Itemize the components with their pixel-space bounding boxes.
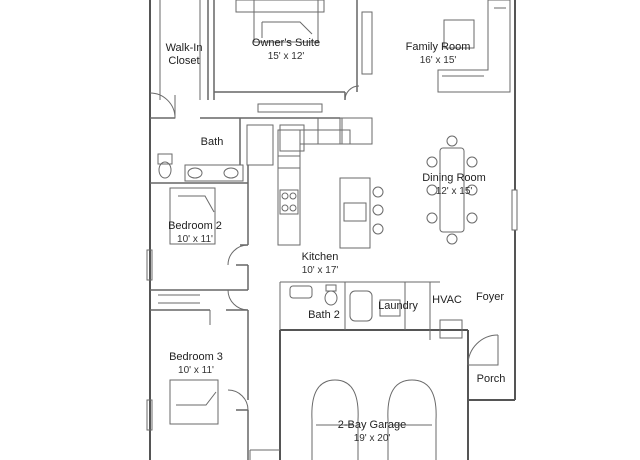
dining-table xyxy=(426,135,478,245)
bath-2-label: Bath 2 xyxy=(308,309,340,321)
bedroom-2-bed xyxy=(169,187,216,245)
hvac-closet xyxy=(420,281,463,340)
garage-car-right xyxy=(387,379,437,460)
bath-label: Bath xyxy=(200,136,224,148)
bedroom-3-bed xyxy=(169,379,219,425)
owners-suite-dresser xyxy=(361,11,373,75)
garage-car-left xyxy=(311,379,359,460)
dining-room-label: Dining Room xyxy=(422,172,486,184)
walk-in-closet-label: Walk-In Closet xyxy=(166,42,203,68)
garage-size: 19' x 20' xyxy=(353,433,391,444)
exterior-windows xyxy=(146,189,518,431)
owners-suite-window xyxy=(257,103,323,113)
kitchen-island xyxy=(339,177,384,249)
hvac-label: HVAC xyxy=(432,294,462,306)
family-room-sectional xyxy=(437,0,511,93)
owners-suite-size: 15' x 12' xyxy=(267,51,305,62)
foyer-label: Foyer xyxy=(475,291,505,303)
porch-label: Porch xyxy=(476,373,506,385)
dining-room-size: 12' x 15' xyxy=(435,186,473,197)
bath-fixtures xyxy=(157,124,305,182)
bedroom-2-size: 10' x 11' xyxy=(177,234,213,245)
family-room-label: Family Room xyxy=(405,41,471,53)
owners-suite-label: Owner's Suite xyxy=(251,37,321,49)
laundry-walls xyxy=(344,282,406,330)
kitchen-label: Kitchen xyxy=(301,251,339,263)
garage-step xyxy=(249,449,280,460)
bath-2-fixtures xyxy=(279,281,420,330)
bedroom-3-size: 10' x 11' xyxy=(178,365,214,376)
bedroom-3-label: Bedroom 3 xyxy=(169,351,223,363)
garage-label: 2-Bay Garage xyxy=(337,419,407,431)
door-swings xyxy=(149,85,499,411)
exterior-walls xyxy=(149,0,516,460)
interior-walls xyxy=(150,0,358,460)
closet-shelves xyxy=(158,0,201,304)
kitchen-counters xyxy=(277,117,373,246)
bedroom-2-label: Bedroom 2 xyxy=(168,220,222,232)
kitchen-size: 10' x 17' xyxy=(301,265,339,276)
owners-suite-bed xyxy=(235,0,325,43)
family-room-size: 16' x 15' xyxy=(419,55,457,66)
walk-in-closet-line2: Closet xyxy=(168,55,200,67)
laundry-label: Laundry xyxy=(378,300,418,312)
walk-in-closet-line1: Walk-In xyxy=(165,42,203,54)
